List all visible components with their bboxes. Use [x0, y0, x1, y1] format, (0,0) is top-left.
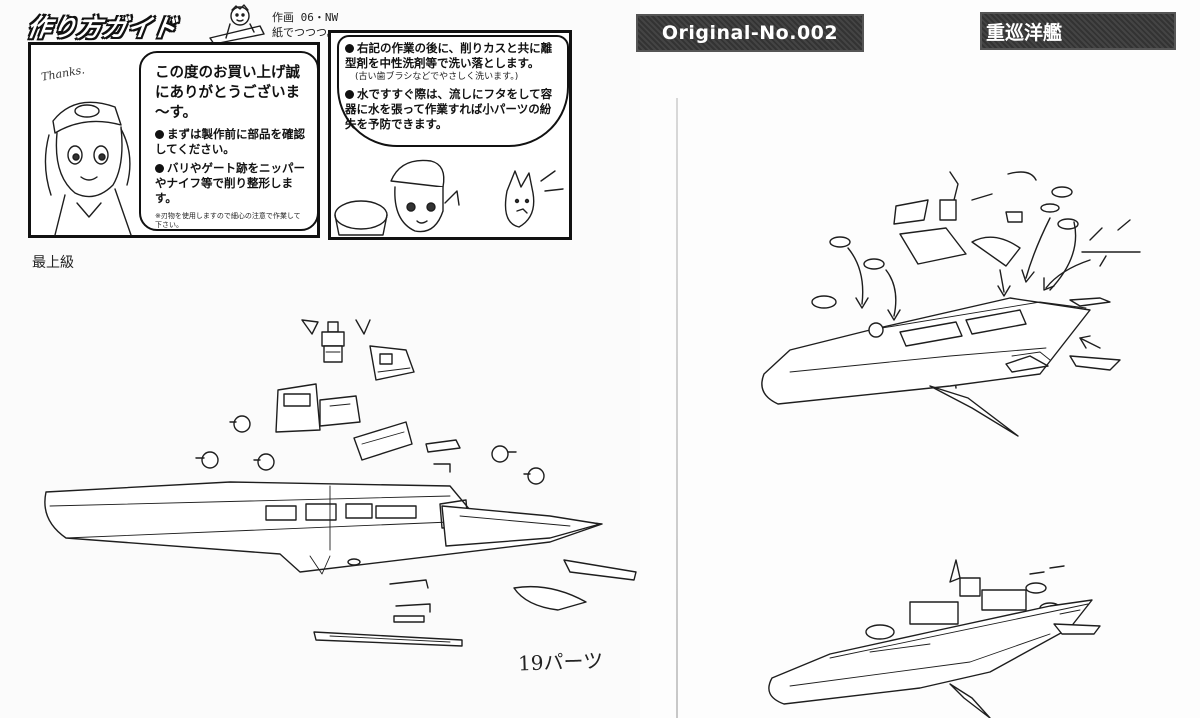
instruction-panel-b: 右記の作業の後に、削りカスと共に離型剤を中性洗剤等で洗い落とします。 (古い歯ブ…	[328, 30, 572, 240]
assembly-parts-floating	[811, 171, 1141, 309]
assembly-diagram	[761, 171, 1141, 437]
part-superstructure-main	[275, 383, 361, 433]
speech-bubble-b: 右記の作業の後に、削りカスと共に離型剤を中性洗剤等で洗い落とします。 (古い歯ブ…	[337, 35, 569, 147]
greeting-text: この度のお買い上げ誠にありがとうございま～す。	[155, 65, 300, 121]
assembly-hull	[761, 297, 1111, 405]
bullet-check-parts: まずは製作前に部品を確認してください。	[155, 127, 305, 156]
part-superstructure-right	[369, 345, 415, 381]
part-deck-section	[353, 421, 413, 461]
part-bridge-tower	[321, 321, 345, 363]
completed-ship-fins	[949, 623, 1101, 718]
grade-caption: 最上級	[32, 255, 74, 271]
exploded-parts-diagram	[44, 319, 637, 647]
page-fold-line	[676, 98, 678, 718]
brush-note: (古い歯ブラシなどでやさしく洗います。)	[355, 72, 519, 82]
part-bow-section	[441, 505, 601, 547]
credit-line-2: 紙でつつつ。	[272, 26, 338, 39]
ship-name-plate: 重巡洋艦	[980, 12, 1176, 50]
parts-count: 19パーツ	[517, 648, 604, 676]
guide-title: 作り方ガイド	[25, 14, 180, 42]
author-credit: 作画 06・NW 紙でつつつ。	[272, 10, 352, 40]
completed-ship-drawing	[768, 559, 1101, 718]
mascot-girl-icon	[44, 101, 132, 236]
part-turret-group-right	[425, 439, 545, 485]
safety-note: ※刃物を使用しますので細心の注意で作業して下さい。	[155, 212, 301, 229]
part-keel-rail	[313, 631, 463, 647]
original-number-plate: Original-No.002	[636, 14, 864, 52]
part-turret-group-left	[195, 415, 275, 471]
part-wing-lower-right	[513, 559, 637, 611]
instruction-panel-a: Thanks. この度のお買い上げ誠にありがとうございま～す。 まずは製作前に部…	[28, 42, 320, 238]
mascot-scene-icon	[334, 159, 564, 236]
bullet-rinse-parts: 水ですすぐ際は、流しにフタをして容器に水を張って作業すれば小パーツの紛失を予防で…	[345, 87, 561, 132]
part-fin-right	[355, 319, 371, 335]
mascot-small-icon	[209, 4, 265, 45]
completed-ship-hull	[768, 599, 1093, 705]
part-fin-left	[301, 319, 319, 335]
part-small-bars	[389, 579, 431, 623]
thanks-text: Thanks.	[40, 63, 86, 84]
bullet-trim-parts: バリやゲート跡をニッパーやナイフ等で削り整形します。	[155, 161, 305, 205]
bullet-wash-parts: 右記の作業の後に、削りカスと共に離型剤を中性洗剤等で洗い落とします。	[345, 41, 561, 71]
assembly-lower-fins	[929, 355, 1121, 437]
credit-line-1: 作画 06・NW	[272, 11, 339, 24]
speech-bubble-a: この度のお買い上げ誠にありがとうございま～す。 まずは製作前に部品を確認してくだ…	[139, 51, 319, 231]
